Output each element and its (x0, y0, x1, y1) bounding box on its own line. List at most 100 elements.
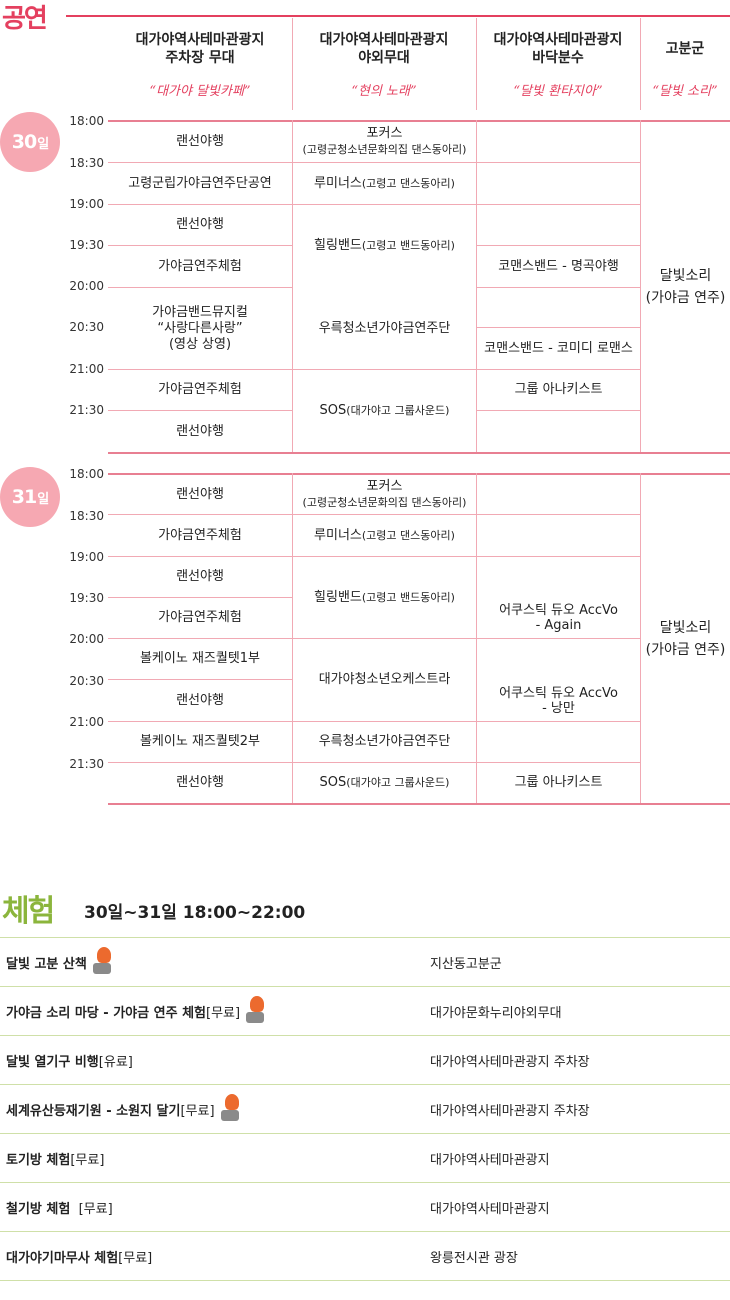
stamp-icon (246, 996, 266, 1026)
schedule-cell: 랜선야행 (109, 557, 291, 597)
grid-line (476, 245, 640, 246)
schedule-cell: 랜선야행 (109, 122, 291, 162)
experience-name: 달빛 고분 산책 (0, 947, 430, 977)
schedule-cell: 가야금연주체험 (109, 246, 291, 287)
time-label: 19:00 (69, 550, 104, 564)
time-label: 20:30 (69, 320, 104, 334)
col-header-1: 대가야역사테마관광지 주차장 무대 (135, 32, 265, 66)
schedule-cell: SOS(대가야고 그룹사운드) (293, 763, 476, 803)
schedule-cell: 랜선야행 (109, 680, 291, 721)
schedule-cell: 가야금밴드뮤지컬 “사랑다른사랑” (영상 상영) (109, 288, 291, 369)
schedule-cell: 그룹 아나키스트 (477, 370, 640, 410)
schedule-cell: 코맨스밴드 - 명곡야행 (477, 246, 640, 287)
header-separator (476, 18, 477, 110)
schedule-cell: 가야금연주체험 (109, 515, 291, 556)
grid-line (108, 679, 292, 680)
grid-line (108, 514, 640, 515)
grid-line (476, 287, 640, 288)
grid-line (476, 327, 640, 328)
schedule-cell: 루미너스(고령고 댄스동아리) (293, 163, 476, 204)
grid-line (108, 162, 640, 163)
grid-line (108, 245, 292, 246)
time-label: 19:30 (69, 238, 104, 252)
time-label: 20:30 (69, 674, 104, 688)
grid-line (108, 287, 292, 288)
time-label: 21:00 (69, 362, 104, 376)
grid-line (108, 721, 640, 722)
title-rule (66, 15, 730, 17)
experience-place: 대가야문화누리야외무대 (430, 1005, 562, 1021)
schedule-cell: 어쿠스틱 듀오 AccVo - Again (477, 598, 640, 638)
schedule-cell: 랜선야행 (109, 411, 291, 452)
experience-name: 토기방 체험 [무료] (6, 1152, 105, 1168)
grid-line (108, 556, 640, 557)
schedule-cell: 우륵청소년가야금연주단 (293, 722, 476, 762)
experience-period: 30일~31일 18:00~22:00 (84, 903, 306, 923)
time-label: 18:00 (69, 467, 104, 481)
experience-place: 대가야역사테마관광지 주차장 (430, 1103, 590, 1119)
experience-place: 왕릉전시관 광장 (430, 1250, 518, 1266)
time-label: 20:00 (69, 279, 104, 293)
col-subtitle-1: “대가야 달빛카페” (149, 84, 251, 99)
stamp-icon (92, 947, 113, 977)
list-item: 가야금 소리 마당 - 가야금 연주 체험 [무료] 대가야문화누리야외무대 (0, 987, 730, 1036)
time-label: 18:00 (69, 114, 104, 128)
header-separator (292, 18, 293, 110)
grid-line (108, 204, 640, 205)
col-subtitle-2: “현의 노래” (351, 84, 417, 99)
schedule-cell: 랜선야행 (109, 763, 291, 803)
list-item: 달빛 고분 산책 지산동고분군 (0, 938, 730, 987)
grid-separator (476, 120, 477, 452)
grid-line (108, 638, 640, 639)
schedule-cell: 힐링밴드(고령고 밴드동아리) (293, 205, 476, 287)
list-item: 토기방 체험 [무료] 대가야역사테마관광지 (0, 1134, 730, 1183)
schedule-cell: 고령군립가야금연주단공연 (109, 163, 291, 204)
grid-line (108, 120, 730, 122)
stamp-icon (220, 1094, 241, 1124)
grid-separator (640, 120, 641, 452)
experience-name: 세계유산등재기원 - 소원지 달기 [무료] (0, 1094, 430, 1124)
grid-line (108, 597, 292, 598)
col-header-2: 대가야역사테마관광지 야외무대 (319, 32, 449, 66)
schedule-cell: 힐링밴드(고령고 밴드동아리) (293, 557, 476, 638)
schedule-cell: 달빛소리 (가야금 연주) (641, 122, 730, 452)
col-subtitle-3: “달빛 환타지아” (513, 84, 603, 99)
grid-separator (292, 473, 293, 803)
schedule-cell: 포커스(고령군청소년문화의집 댄스동아리) (293, 475, 476, 514)
experience-place: 대가야역사테마관광지 주차장 (430, 1054, 590, 1070)
grid-line (108, 452, 730, 454)
col-subtitle-4: “달빛 소리” (652, 84, 718, 99)
grid-line (108, 473, 730, 475)
schedule-cell: 랜선야행 (109, 205, 291, 245)
col-header-4: 고분군 (665, 41, 705, 57)
schedule-cell: SOS(대가야고 그룹사운드) (293, 370, 476, 452)
list-item: 달빛 열기구 비행 [유료] 대가야역사테마관광지 주차장 (0, 1036, 730, 1085)
col-header-3: 대가야역사테마관광지 바닥분수 (493, 32, 623, 66)
experience-name: 가야금 소리 마당 - 가야금 연주 체험 [무료] (0, 996, 430, 1026)
grid-line (108, 410, 292, 411)
grid-separator (292, 120, 293, 452)
schedule-cell: 대가야청소년오케스트라 (293, 639, 476, 721)
experience-name: 대가야기마무사 체험 [무료] (6, 1250, 153, 1266)
schedule-cell: 어쿠스틱 듀오 AccVo - 낭만 (477, 680, 640, 721)
list-item: 철기방 체험 [무료] 대가야역사테마관광지 (0, 1183, 730, 1232)
experience-place: 지산동고분군 (430, 956, 502, 972)
time-label: 21:30 (69, 757, 104, 771)
performance-title: 공연 (2, 4, 48, 34)
experience-title: 체험 (2, 894, 55, 929)
time-label: 19:00 (69, 197, 104, 211)
header-separator (640, 18, 641, 110)
experience-list: 달빛 고분 산책 지산동고분군 가야금 소리 마당 - 가야금 연주 체험 [무… (0, 938, 730, 1281)
experience-place: 대가야역사테마관광지 (430, 1201, 550, 1217)
experience-place: 대가야역사테마관광지 (430, 1152, 550, 1168)
list-item: 대가야기마무사 체험 [무료] 왕릉전시관 광장 (0, 1232, 730, 1281)
schedule-cell: 루미너스(고령고 댄스동아리) (293, 515, 476, 556)
time-label: 21:00 (69, 715, 104, 729)
grid-line (108, 369, 640, 370)
list-item: 세계유산등재기원 - 소원지 달기 [무료] 대가야역사테마관광지 주차장 (0, 1085, 730, 1134)
grid-separator (640, 473, 641, 803)
time-label: 21:30 (69, 403, 104, 417)
schedule-cell: 볼케이노 재즈퀄텟1부 (109, 639, 291, 679)
